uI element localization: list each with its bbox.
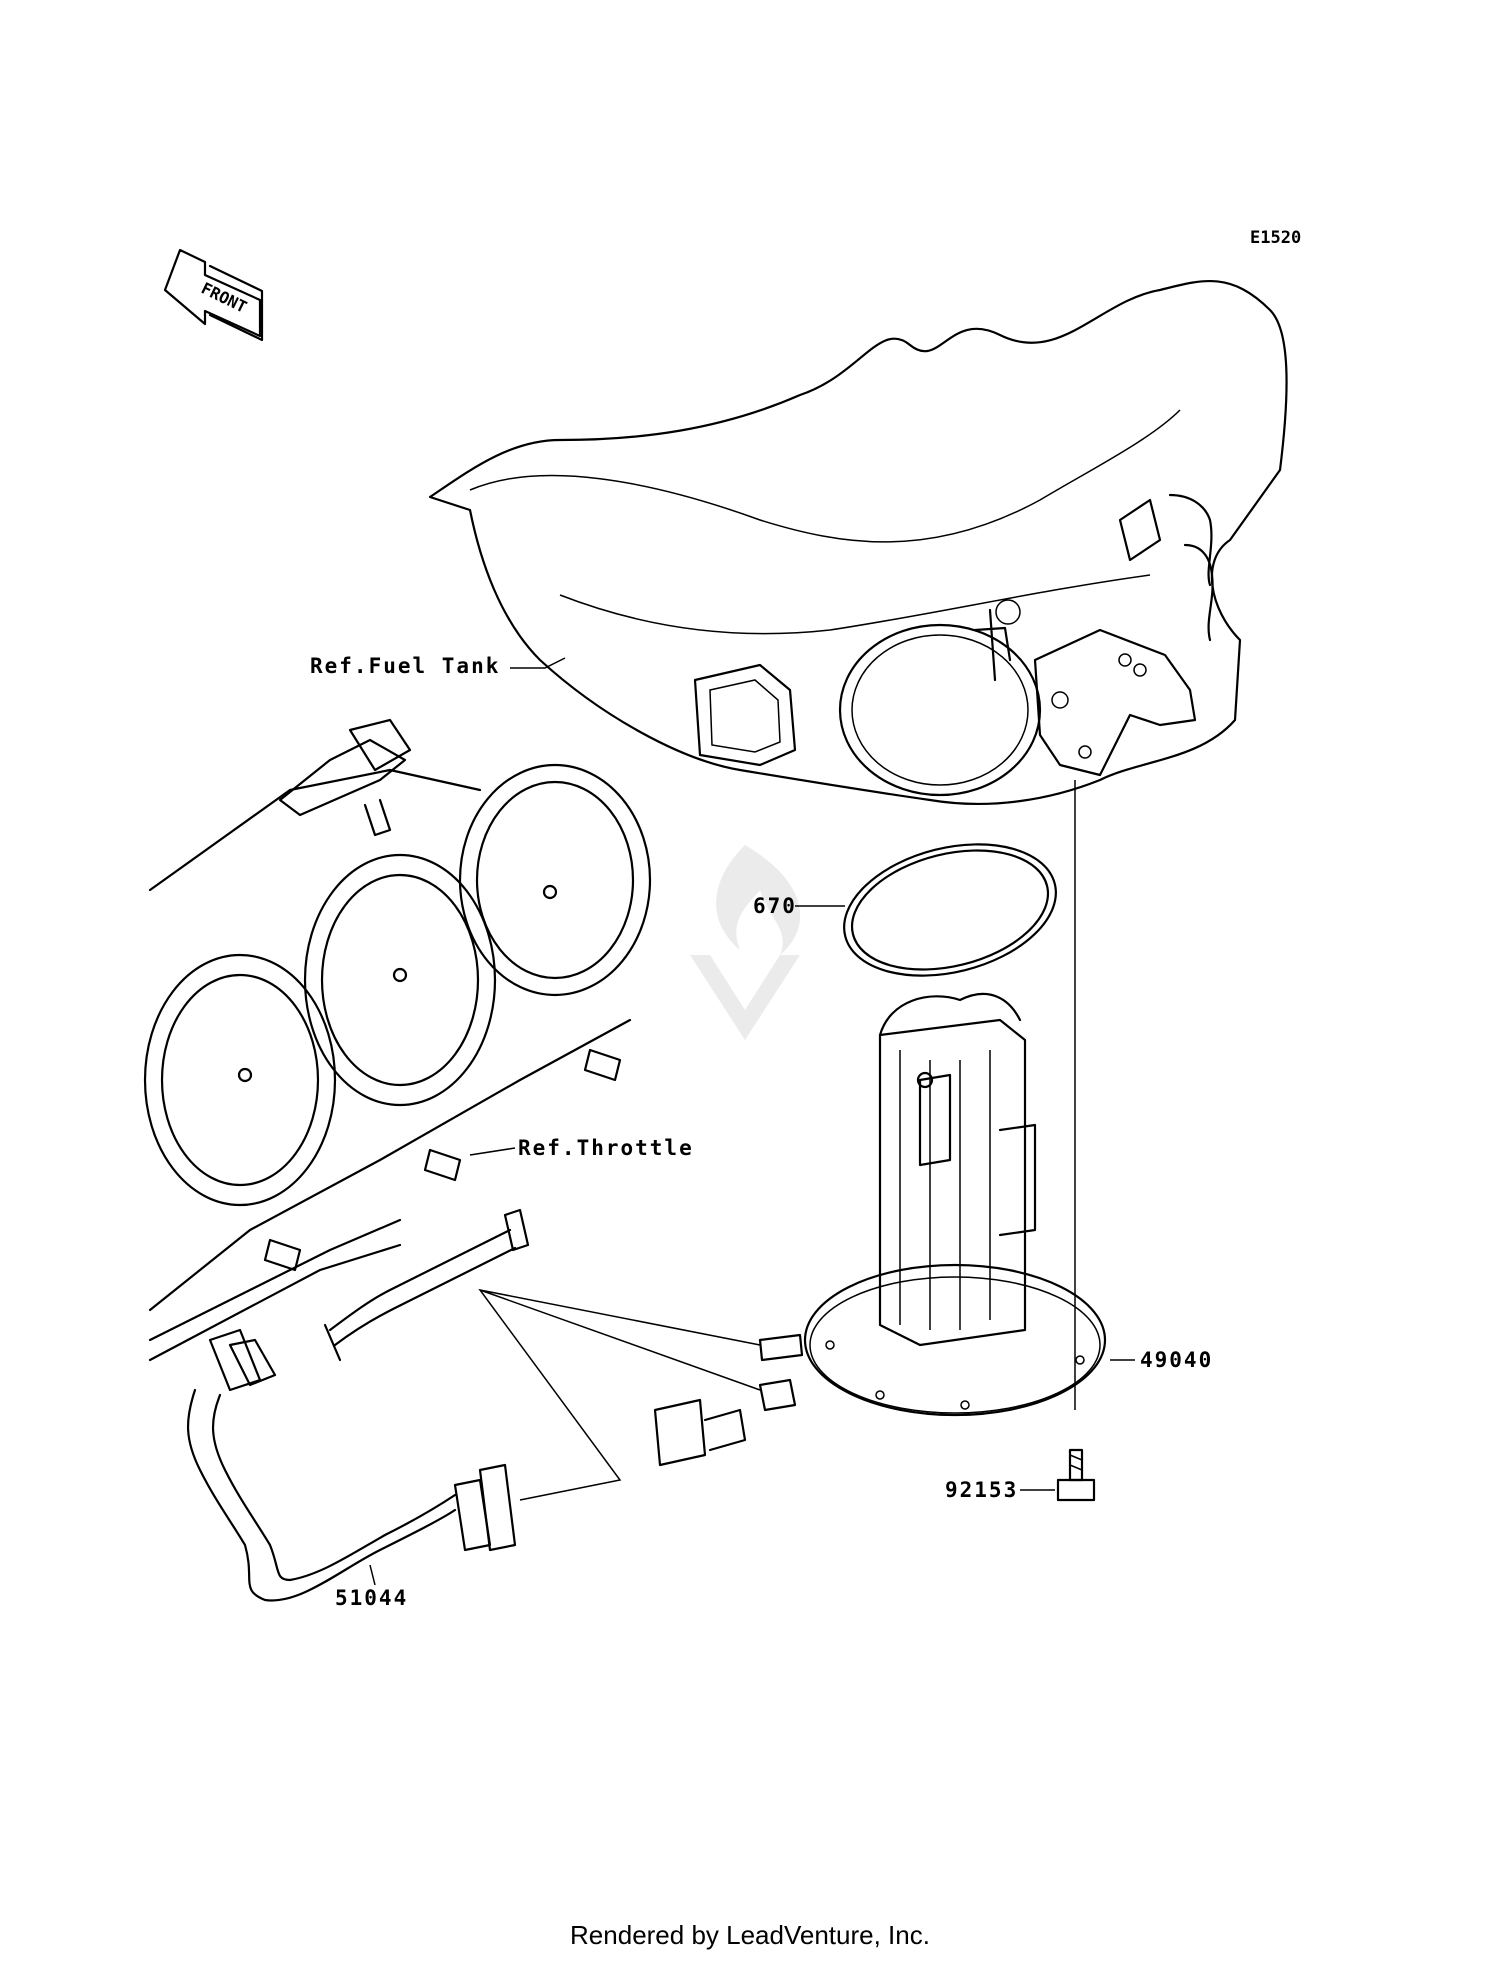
front-arrow: FRONT (163, 248, 264, 342)
o-ring-part (843, 843, 1057, 977)
part-51044-label: 51044 (335, 1586, 408, 1610)
bolt-part (1056, 1448, 1096, 1502)
part-51044-leader (369, 1564, 376, 1586)
footer-credit: Rendered by LeadVenture, Inc. (570, 1920, 930, 1950)
fuel-tank-drawing (428, 280, 1288, 806)
watermark-logo (690, 845, 801, 1040)
part-670-label: 670 (753, 894, 797, 918)
part-92153-label: 92153 (945, 1478, 1018, 1502)
fuel-hose-part (187, 1208, 530, 1602)
diagram-code: E1520 (1250, 228, 1301, 248)
ref-throttle-label: Ref.Throttle (518, 1136, 694, 1160)
ref-throttle-leader (469, 1147, 516, 1156)
part-49040-label: 49040 (1140, 1348, 1213, 1372)
throttle-body-drawing (143, 718, 652, 1362)
fuel-pump-part (653, 992, 1107, 1467)
connection-lines (478, 1288, 761, 1501)
ref-fuel-tank-leader (510, 657, 566, 669)
ref-fuel-tank-label: Ref.Fuel Tank (310, 654, 500, 678)
